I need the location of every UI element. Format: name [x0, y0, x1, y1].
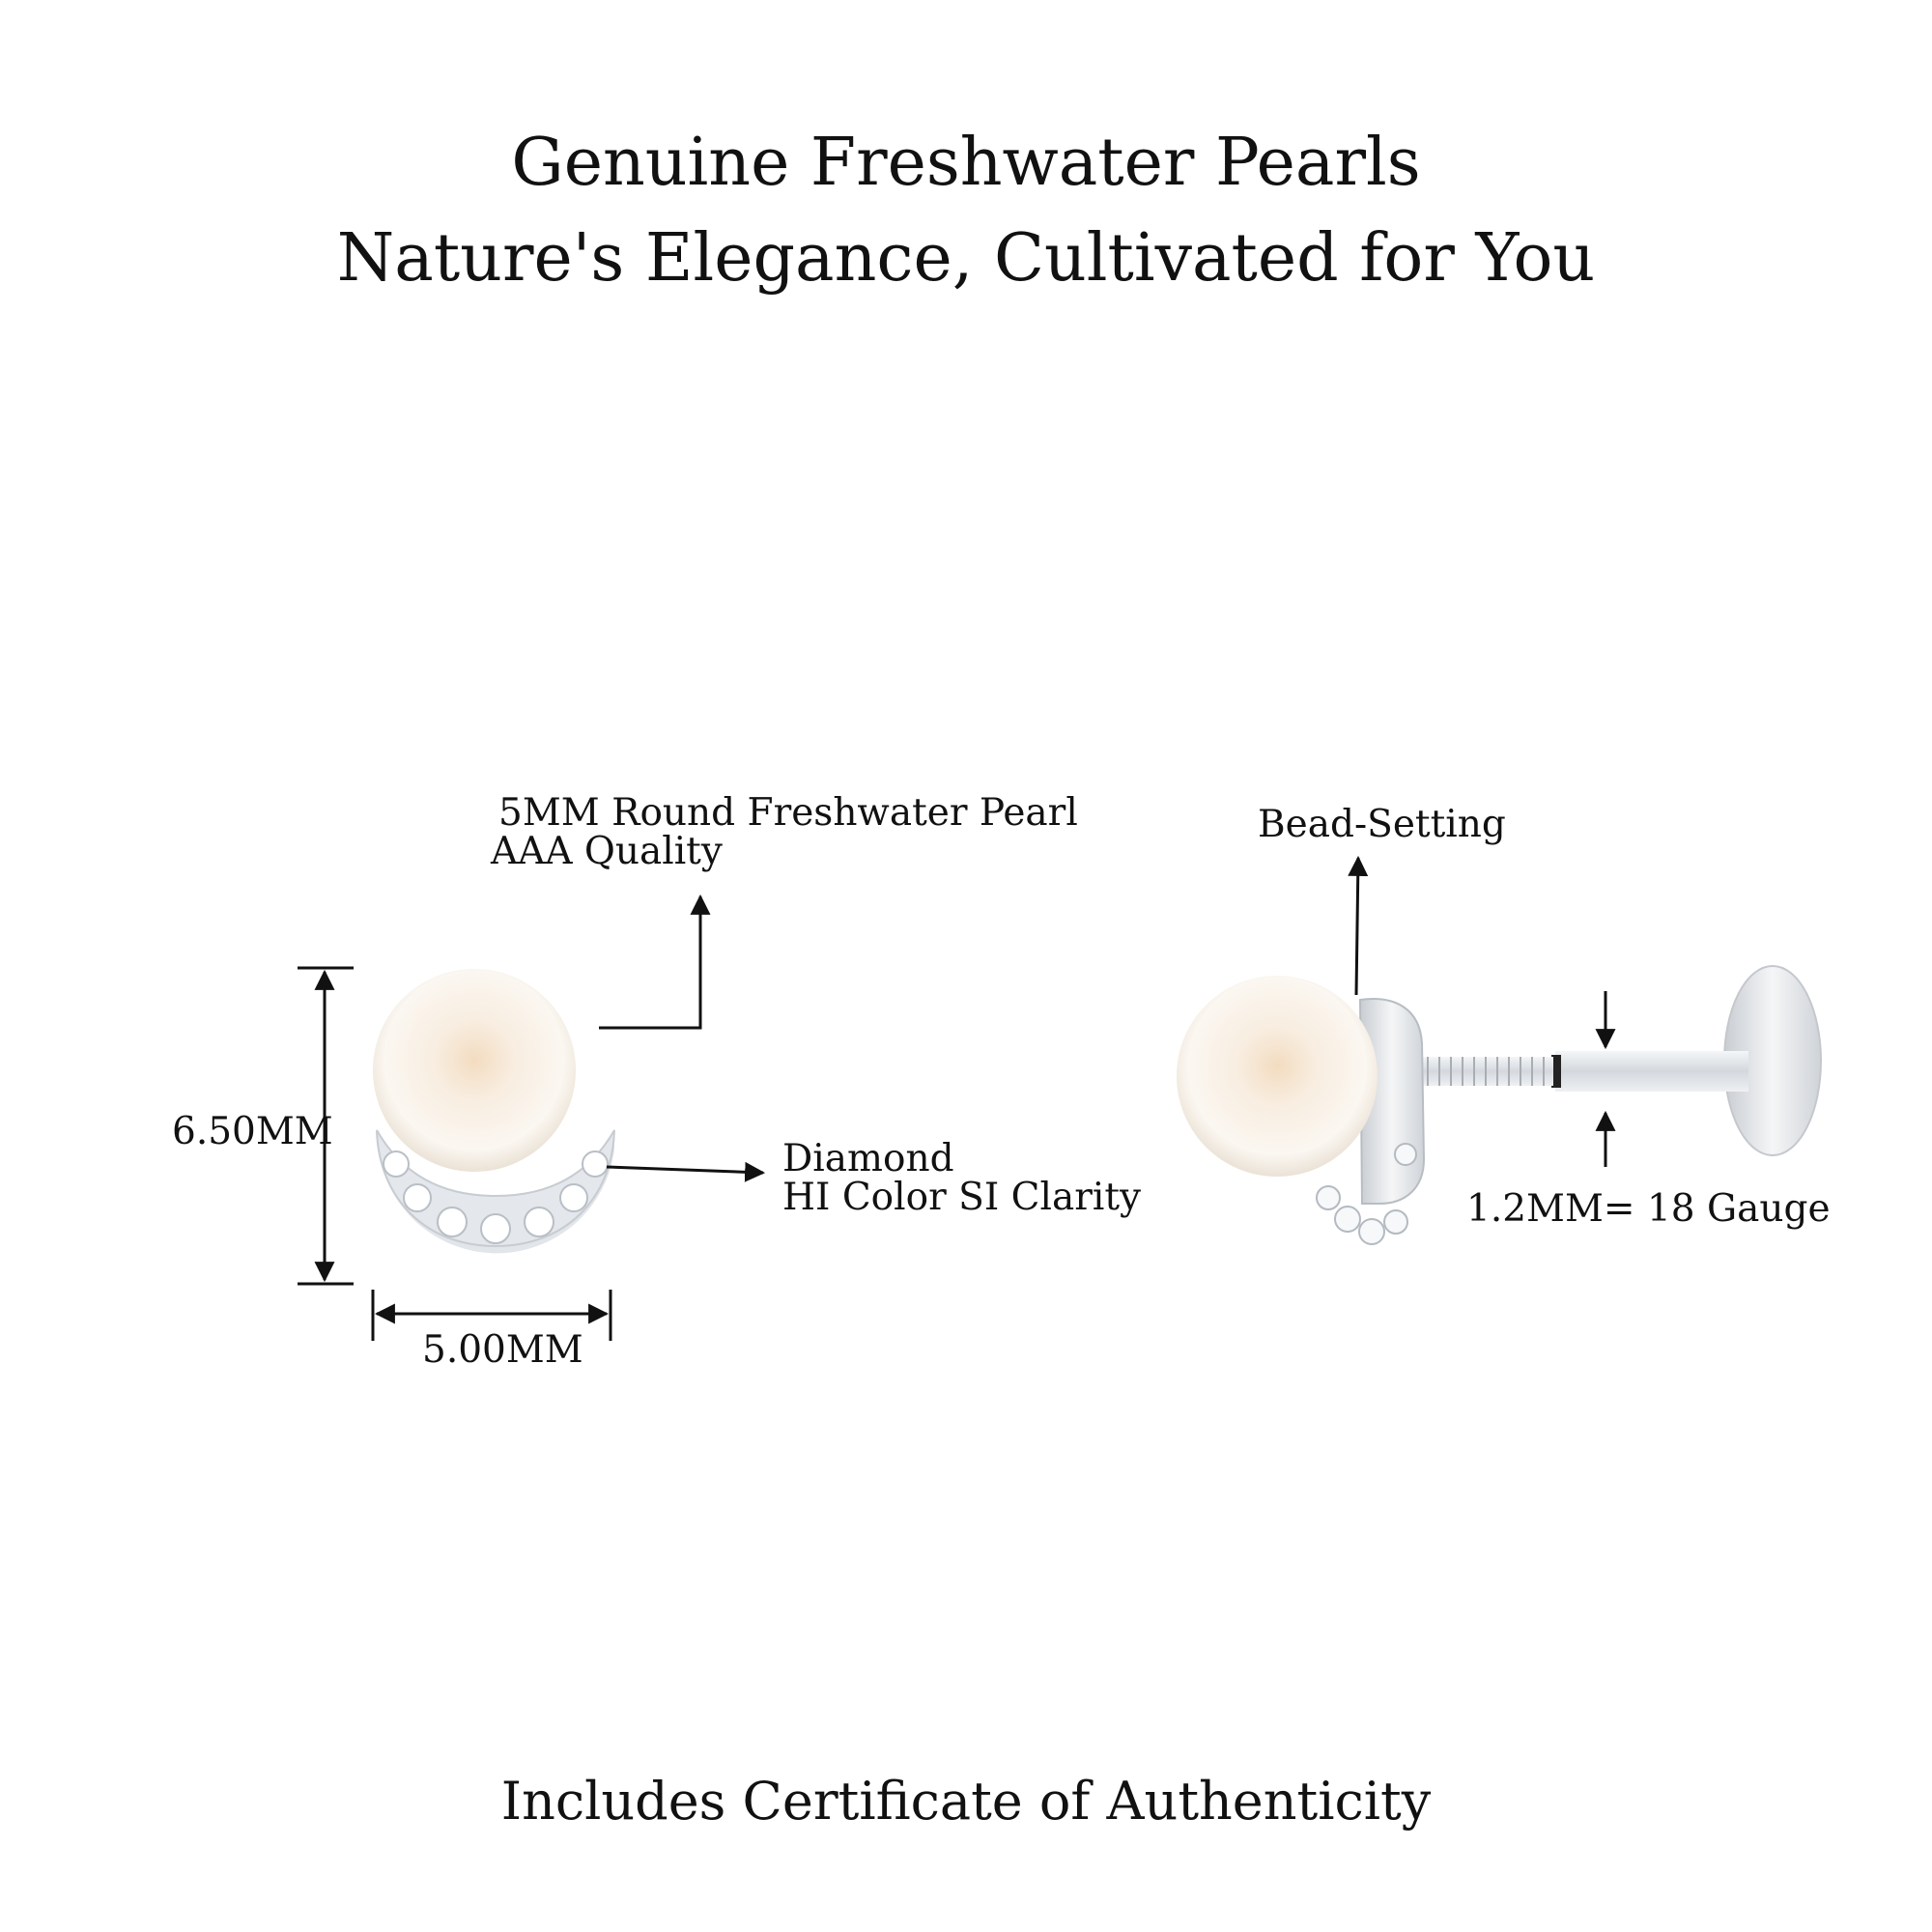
diamond-stones [383, 1151, 609, 1244]
setting-callout-line [1348, 855, 1369, 996]
height-dimension [298, 966, 354, 1286]
page-subtitle: Nature's Elegance, Cultivated for You [336, 220, 1596, 297]
width-label: 5.00MM [422, 1328, 583, 1372]
diamond-label: Diamond [782, 1137, 954, 1180]
diamond-spec-label: HI Color SI Clarity [782, 1176, 1142, 1219]
pearl-quality-label: AAA Quality [491, 830, 723, 873]
post [1555, 1051, 1748, 1092]
page-title: Genuine Freshwater Pearls [511, 125, 1421, 201]
pearl-label: 5MM Round Freshwater Pearl [498, 791, 1078, 835]
side-pearl [1177, 976, 1378, 1177]
front-earring [373, 969, 615, 1254]
width-dimension [371, 1290, 612, 1341]
side-diamond-stones [1316, 1143, 1417, 1245]
pearl-callout-line [599, 894, 711, 1030]
threaded-screw [1420, 1057, 1553, 1086]
gauge-label: 1.2MM= 18 Gauge [1466, 1187, 1831, 1231]
side-earring [1177, 965, 1822, 1245]
footer-text: Includes Certificate of Authenticity [500, 1771, 1432, 1832]
setting-label: Bead-Setting [1258, 803, 1506, 846]
diamond-callout-line [606, 1161, 766, 1182]
height-label: 6.50MM [172, 1110, 333, 1153]
pearl [373, 969, 576, 1172]
